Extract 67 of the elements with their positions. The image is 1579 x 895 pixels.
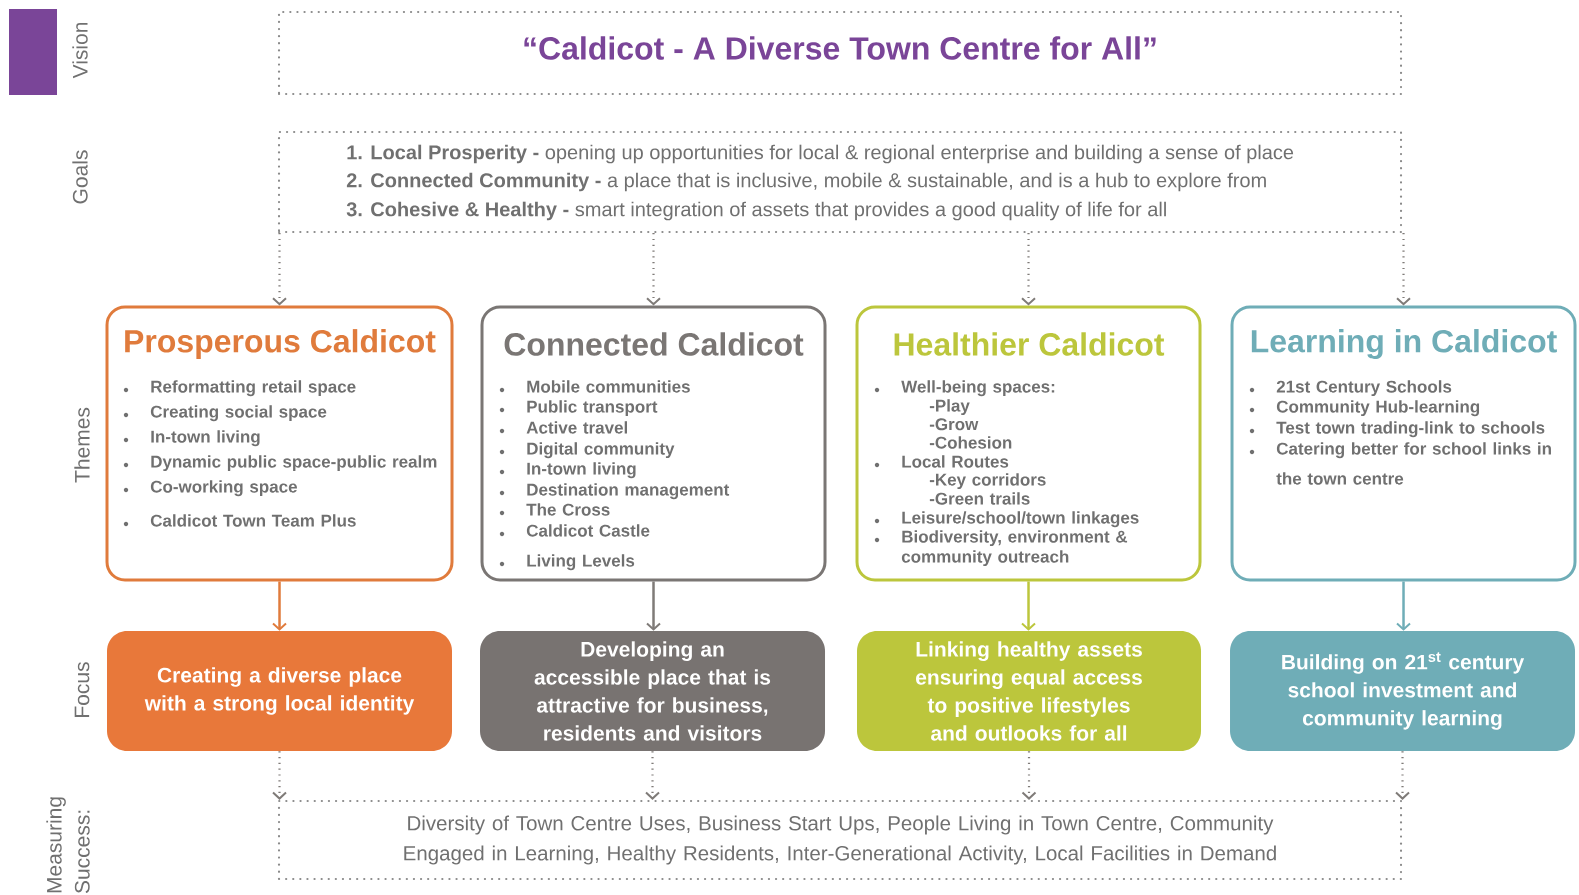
bullet-item: Public transport <box>527 400 658 417</box>
bullet-item: In-town living <box>151 430 260 447</box>
goal-text: 2. Connected Community - a place that is inclusive, mobile & sustainable, and is a hub to explore from <box>346 172 1266 192</box>
bullet-item: Digital community <box>527 442 675 459</box>
focus-box <box>857 631 1201 751</box>
bullet-item: Reformatting retail space <box>151 380 356 397</box>
theme-heading: Prosperous Caldicot <box>125 329 436 359</box>
measures-text: Diversity of Town Centre Uses, Business Start Ups, People Living in Town Centre, Community Engaged in Learning, Healthy Residents, Inter-Generational Activity, Local Facilities in Demand <box>404 815 1276 865</box>
bullet-item: Active travel <box>526 421 628 434</box>
bullet-item: -Play <box>929 399 970 416</box>
theme-heading: Healthier Caldicot <box>894 332 1165 356</box>
bullet-item: Biodiversity, environment & community outreach <box>901 530 1128 567</box>
arrow <box>1021 233 1036 306</box>
arrow <box>1396 581 1411 631</box>
bullet-item: Well-being spaces: <box>901 380 1055 397</box>
bullet-item: The Cross <box>526 503 610 516</box>
bullet-item: Catering better for school links in the town centre <box>1276 442 1551 485</box>
focus-box <box>480 631 825 751</box>
bullet-item: -Grow <box>929 418 979 431</box>
bullet-item: Mobile communities <box>527 380 690 393</box>
focus-box <box>1230 631 1575 751</box>
arrow <box>646 233 661 306</box>
focus-text: Developing an accessible place that is attractive for business, residents and visitors <box>534 641 771 741</box>
arrow <box>645 751 660 800</box>
bullet-item: Caldicot Castle <box>526 524 650 537</box>
bullet-item: Caldicot Town Team Plus <box>150 514 356 527</box>
theme-card <box>105 305 454 582</box>
bullet-item: -Green trails <box>929 492 1030 505</box>
vision-statement: “Caldicot - A Diverse Town Centre for All” <box>524 36 1156 60</box>
bullet-item: Creating social space <box>150 405 327 422</box>
bullet-item: In-town living <box>527 462 636 479</box>
bullet-item: Destination management <box>527 483 730 500</box>
focus-box <box>107 631 452 751</box>
arrow <box>1021 751 1037 800</box>
arrow <box>1395 751 1410 800</box>
theme-card <box>480 305 827 582</box>
focus-text: Building on 21$^{st}$ century school investment and community learning <box>1282 652 1525 730</box>
bullet-item: Living Levels <box>527 554 635 571</box>
row-label: Goals <box>72 150 88 204</box>
arrow <box>1021 581 1036 631</box>
bullet-item: 21st Century Schools <box>1276 380 1452 397</box>
bullet-item: -Cohesion <box>929 436 1012 449</box>
arrow <box>272 751 287 800</box>
dotted-box <box>277 130 1403 234</box>
theme-heading: Learning in Caldicot <box>1251 329 1557 359</box>
theme-card <box>1230 305 1577 582</box>
focus-text: Creating a diverse place with a strong local identity <box>144 667 415 715</box>
arrow <box>1396 233 1411 306</box>
row-label: Measuring Success: <box>46 797 90 894</box>
arrow <box>272 581 287 631</box>
color-block <box>9 9 57 95</box>
bullet-item: Co-working space <box>150 480 297 497</box>
theme-heading: Connected Caldicot <box>504 332 804 356</box>
bullet-item: Dynamic public space-public realm <box>151 455 437 472</box>
theme-card <box>855 305 1202 582</box>
focus-text: Linking healthy assets ensuring equal access to positive lifestyles and outlooks for all <box>916 641 1142 741</box>
dotted-box <box>277 10 1403 96</box>
dotted-box <box>277 799 1403 881</box>
goal-text: 3. Cohesive & Healthy - smart integration of assets that provides a good quality of life for all <box>346 201 1166 221</box>
arrow <box>646 581 661 631</box>
bullet-item: Community Hub-learning <box>1276 400 1480 417</box>
goal-text: 1. Local Prosperity - opening up opportunities for local & regional enterprise and building a sense of place <box>347 144 1294 164</box>
bullet-item: -Key corridors <box>929 473 1046 490</box>
bullet-item: Leisure/school/town linkages <box>902 511 1139 528</box>
bullet-item: Local Routes <box>902 455 1009 468</box>
bullet-item: Test town trading-link to schools <box>1276 421 1545 438</box>
arrow <box>272 233 287 306</box>
